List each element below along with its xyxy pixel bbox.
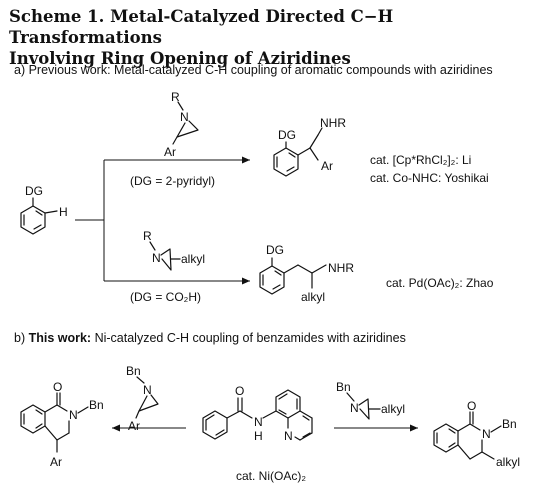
prod-lower-dg: DG xyxy=(266,243,284,257)
branch-arrows xyxy=(75,156,250,285)
product-lower: DG NHR alkyl xyxy=(259,243,354,304)
product-upper: DG NHR Ar xyxy=(273,116,346,177)
az-lower-r: R xyxy=(143,229,152,243)
prod-upper-nhr: NHR xyxy=(320,116,346,130)
b-right-alkyl: alkyl xyxy=(496,455,520,469)
prod-lower-alkyl: alkyl xyxy=(301,290,325,304)
catalyst-label: cat. Ni(OAc)₂ xyxy=(236,469,306,483)
az-upper-r: R xyxy=(171,90,180,104)
b-left-o: O xyxy=(53,380,62,394)
product-b-right: O N Bn alkyl xyxy=(433,399,520,469)
substrate-benzamide: O N H N xyxy=(202,384,313,443)
b-right-az-alkyl: alkyl xyxy=(381,402,405,416)
section-b-prefix: b) xyxy=(14,331,29,345)
b-left-az-bn: Bn xyxy=(126,364,141,378)
sub-o: O xyxy=(235,384,244,398)
prod-upper-dg: DG xyxy=(278,128,296,142)
b-right-n: N xyxy=(482,427,491,441)
b-left-az-ar: Ar xyxy=(128,419,140,433)
b-right-az-n: N xyxy=(350,401,359,415)
cat-lower: cat. Pd(OAc)₂: Zhao xyxy=(386,276,494,290)
sub-h: H xyxy=(254,429,263,443)
sub-quinoline-n: N xyxy=(284,429,293,443)
scheme-title-line1: Scheme 1. Metal-Catalyzed Directed C−H T… xyxy=(9,7,394,47)
sub-n: N xyxy=(254,415,263,429)
b-right-az-bn: Bn xyxy=(336,380,351,394)
cat-upper-line2: cat. Co-NHC: Yoshikai xyxy=(370,171,489,185)
start-h: H xyxy=(59,205,68,219)
scheme-title-line2: Involving Ring Opening of Aziridines xyxy=(9,49,351,68)
b-right-o: O xyxy=(467,399,476,413)
b-left-ar: Ar xyxy=(50,455,62,469)
start-dg: DG xyxy=(25,184,43,198)
az-upper-ar: Ar xyxy=(164,145,176,159)
az-upper-n: N xyxy=(180,110,189,124)
section-b-label: b) This work: Ni-catalyzed C-H coupling … xyxy=(14,331,406,345)
scheme-title: Scheme 1. Metal-Catalyzed Directed C−H T… xyxy=(9,6,549,69)
prod-upper-ar: Ar xyxy=(321,159,333,173)
az-lower-n: N xyxy=(152,251,161,265)
aziridine-b-left: Bn N Ar xyxy=(126,364,159,433)
az-lower-alkyl: alkyl xyxy=(181,252,205,266)
aziridine-aryl: R N Ar xyxy=(164,90,199,159)
b-left-az-n: N xyxy=(143,383,152,397)
cond-upper: (DG = 2-pyridyl) xyxy=(130,174,215,188)
aziridine-b-right: Bn N alkyl xyxy=(336,380,405,420)
section-b-bold: This work: xyxy=(28,331,92,345)
aziridine-alkyl: R N alkyl xyxy=(143,229,205,271)
b-left-bn: Bn xyxy=(89,398,104,412)
section-a-label: a) Previous work: Metal-catalyzed C-H co… xyxy=(14,63,493,77)
b-right-bn: Bn xyxy=(502,417,517,431)
prod-lower-nhr: NHR xyxy=(328,261,354,275)
cond-lower: (DG = CO₂H) xyxy=(130,290,201,304)
start-arene: DG H xyxy=(20,184,68,235)
b-left-n: N xyxy=(69,408,78,422)
product-b-left: O N Bn Ar xyxy=(20,380,104,469)
cat-upper-line1: cat. [Cp*RhCl₂]₂: Li xyxy=(370,153,471,167)
section-b-rest: Ni-catalyzed C-H coupling of benzamides … xyxy=(91,331,406,345)
